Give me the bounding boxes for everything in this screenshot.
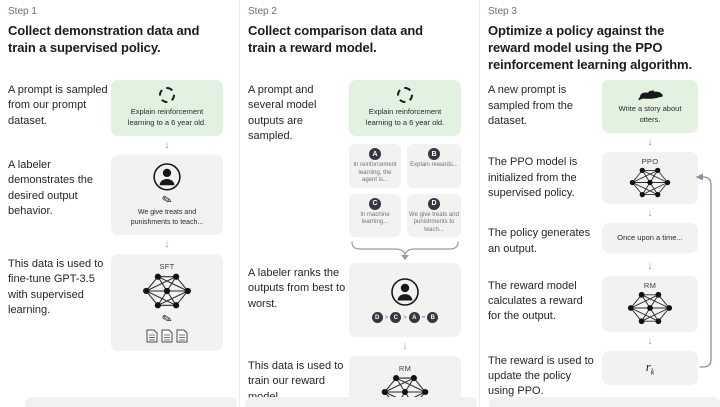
down-arrow-icon: ↓ (402, 340, 408, 353)
down-arrow-icon: ↓ (647, 259, 653, 272)
curly-brace-icon (351, 241, 459, 256)
prompt-box-text: Explain reinforcement learning to a 6 ye… (127, 107, 207, 128)
output-d-badge: D (428, 197, 440, 210)
ppo-title: PPO (641, 157, 659, 167)
refresh-icon (397, 87, 413, 104)
output-a-box: A In reinforcement learning, the agent i… (349, 144, 401, 188)
neural-network-icon (627, 292, 673, 325)
card-edge (489, 397, 720, 407)
rank-chip: A (408, 312, 420, 324)
step2-sampling-label: A prompt and several model outputs are s… (248, 84, 317, 142)
prompt-box: Explain reinforcement learning to a 6 ye… (111, 80, 223, 137)
step3-row-ppo: The PPO model is initialized from the su… (488, 152, 698, 205)
step3-ppo-label: The PPO model is initialized from the su… (488, 156, 578, 199)
rm-title: RM (398, 363, 412, 373)
rank-separator: > (403, 314, 407, 321)
output-a-badge: A (369, 148, 381, 161)
step3-reward-label: The reward is used to update the policy … (488, 354, 594, 398)
step3-rm-label: The reward model calculates a reward for… (488, 279, 583, 323)
step3-heading: Optimize a policy against the reward mod… (488, 23, 693, 73)
step1-column: Step 1 Collect demonstration data and tr… (0, 0, 239, 407)
step3-row-prompt: A new prompt is sampled from the dataset… (488, 80, 698, 134)
prompt-box: Explain reinforcement learning to a 6 ye… (349, 80, 461, 137)
prompt-box-text: Write a story about otters. (618, 104, 682, 124)
step3-row-rm: The reward model calculates a reward for… (488, 275, 698, 332)
otter-icon (638, 90, 663, 101)
step3-output-label: The policy generates an output. (488, 227, 591, 255)
down-arrow-icon: ↓ (647, 334, 653, 347)
step3-column: Step 3 Optimize a policy against the rew… (480, 0, 720, 407)
labeler-demo-box: ✎ We give treats and punishments to teac… (111, 155, 223, 236)
down-arrow-icon: ↓ (164, 139, 170, 152)
output-c-badge: C (369, 197, 381, 210)
output-a-text: In reinforcement learning, the agent is.… (353, 162, 397, 184)
step3-row-output: The policy generates an output. Once upo… (488, 223, 698, 256)
reward-value-box: rk (602, 350, 698, 385)
rank-separator: > (384, 314, 389, 321)
step1-sft-label: This data is used to fine-tune GPT-3.5 w… (8, 258, 104, 316)
neural-network-icon (143, 273, 191, 309)
prompt-box: Write a story about otters. (602, 80, 698, 134)
rank-chip: C (390, 312, 402, 324)
card-edge (25, 397, 237, 407)
pencil-icon: ✎ (160, 191, 174, 209)
rank-chip: D (371, 312, 383, 324)
down-arrow-icon: ↓ (647, 207, 653, 220)
ranking-sequence: D > C > A = B (371, 312, 439, 324)
ppo-model-box: PPO (602, 152, 698, 205)
neural-network-icon (629, 168, 671, 198)
output-b-box: B Explain rewards... (407, 144, 461, 188)
down-arrowhead-icon (401, 255, 409, 261)
card-edge (245, 397, 477, 407)
rank-chip: B (427, 312, 439, 324)
rank-separator: = (421, 314, 426, 321)
sft-model-box: SFT ✎ (111, 254, 223, 352)
step2-label: Step 2 (248, 6, 277, 17)
refresh-icon (159, 87, 175, 104)
down-arrow-icon: ↓ (647, 136, 653, 149)
output-c-text: In machine learning... (360, 211, 390, 226)
column-divider (239, 0, 240, 407)
rm-title: RM (643, 281, 657, 291)
step2-column: Step 2 Collect comparison data and train… (240, 0, 479, 407)
reward-model-box: RM (602, 275, 698, 332)
step1-prompt-label: A prompt is sampled from our prompt data… (8, 84, 108, 127)
step1-label: Step 1 (8, 6, 37, 17)
output-d-box: D We give treats and punishments to teac… (407, 193, 461, 238)
step2-rm-label: This data is used to train our reward mo… (248, 360, 344, 402)
step1-row-sft: This data is used to fine-tune GPT-3.5 w… (8, 254, 223, 352)
prompt-box-text: Explain reinforcement learning to a 6 ye… (365, 107, 445, 128)
step1-row-prompt: A prompt is sampled from our prompt data… (8, 80, 223, 137)
labeler-demo-text: We give treats and punishments to teach.… (130, 209, 204, 227)
policy-output-text: Once upon a time... (617, 233, 683, 243)
down-arrow-icon: ↓ (164, 238, 170, 251)
step2-row-sampling: A prompt and several model outputs are s… (248, 80, 461, 261)
step2-heading: Collect comparison data and train a rewa… (248, 23, 424, 56)
model-outputs-grid: A In reinforcement learning, the agent i… (349, 144, 461, 238)
step2-row-ranking: A labeler ranks the outputs from best to… (248, 263, 461, 338)
brace-connector (349, 240, 461, 261)
step3-label: Step 3 (488, 6, 517, 17)
labeler-ranking-box: D > C > A = B (349, 263, 461, 338)
step3-prompt-label: A new prompt is sampled from the dataset… (488, 84, 573, 127)
sft-title: SFT (159, 262, 175, 272)
output-b-badge: B (428, 148, 440, 161)
step3-row-reward: The reward is used to update the policy … (488, 350, 698, 400)
labeler-person-icon (153, 163, 181, 191)
column-divider (479, 0, 480, 407)
step1-labeler-label: A labeler demonstrates the desired outpu… (8, 159, 93, 217)
output-b-text: Explain rewards... (410, 162, 458, 169)
output-d-text: We give treats and punishments to teach.… (409, 211, 459, 233)
step1-row-labeler: A labeler demonstrates the desired outpu… (8, 155, 223, 236)
pencil-icon: ✎ (160, 311, 174, 328)
output-c-box: C In machine learning... (349, 193, 401, 238)
policy-output-box: Once upon a time... (602, 223, 698, 254)
step2-ranking-label: A labeler ranks the outputs from best to… (248, 267, 346, 310)
documents-icon (146, 329, 188, 343)
labeler-person-icon (391, 278, 419, 307)
reward-symbol: rk (645, 359, 655, 377)
step1-heading: Collect demonstration data and train a s… (8, 23, 200, 56)
